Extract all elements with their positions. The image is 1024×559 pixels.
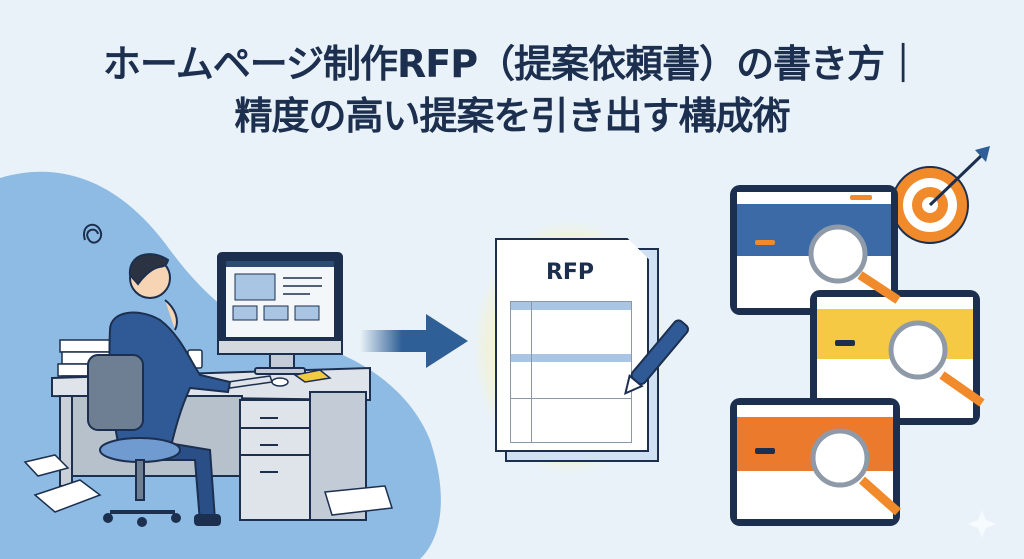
page-title: ホームページ制作RFP（提案依頼書）の書き方｜ 精度の高い提案を引き出す構成術 [0, 38, 1024, 142]
rfp-document: RFP [475, 223, 690, 473]
website-mockups [730, 146, 996, 538]
right-arrow-icon [360, 314, 468, 368]
magnifier-icon [808, 224, 985, 516]
office-chair [87, 354, 181, 527]
confusion-swirl-icon [83, 223, 103, 244]
rfp-table [510, 301, 632, 443]
title-line-2: 精度の高い提案を引き出す構成術 [234, 94, 790, 138]
rfp-label: RFP [545, 260, 595, 285]
target-icon [891, 146, 990, 244]
sparkle-icon [968, 510, 996, 538]
worker-desk-illustration [23, 223, 393, 527]
monitor [217, 252, 343, 375]
title-line-1: ホームページ制作RFP（提案依頼書）の書き方｜ [102, 42, 922, 86]
pen-icon [623, 319, 690, 395]
